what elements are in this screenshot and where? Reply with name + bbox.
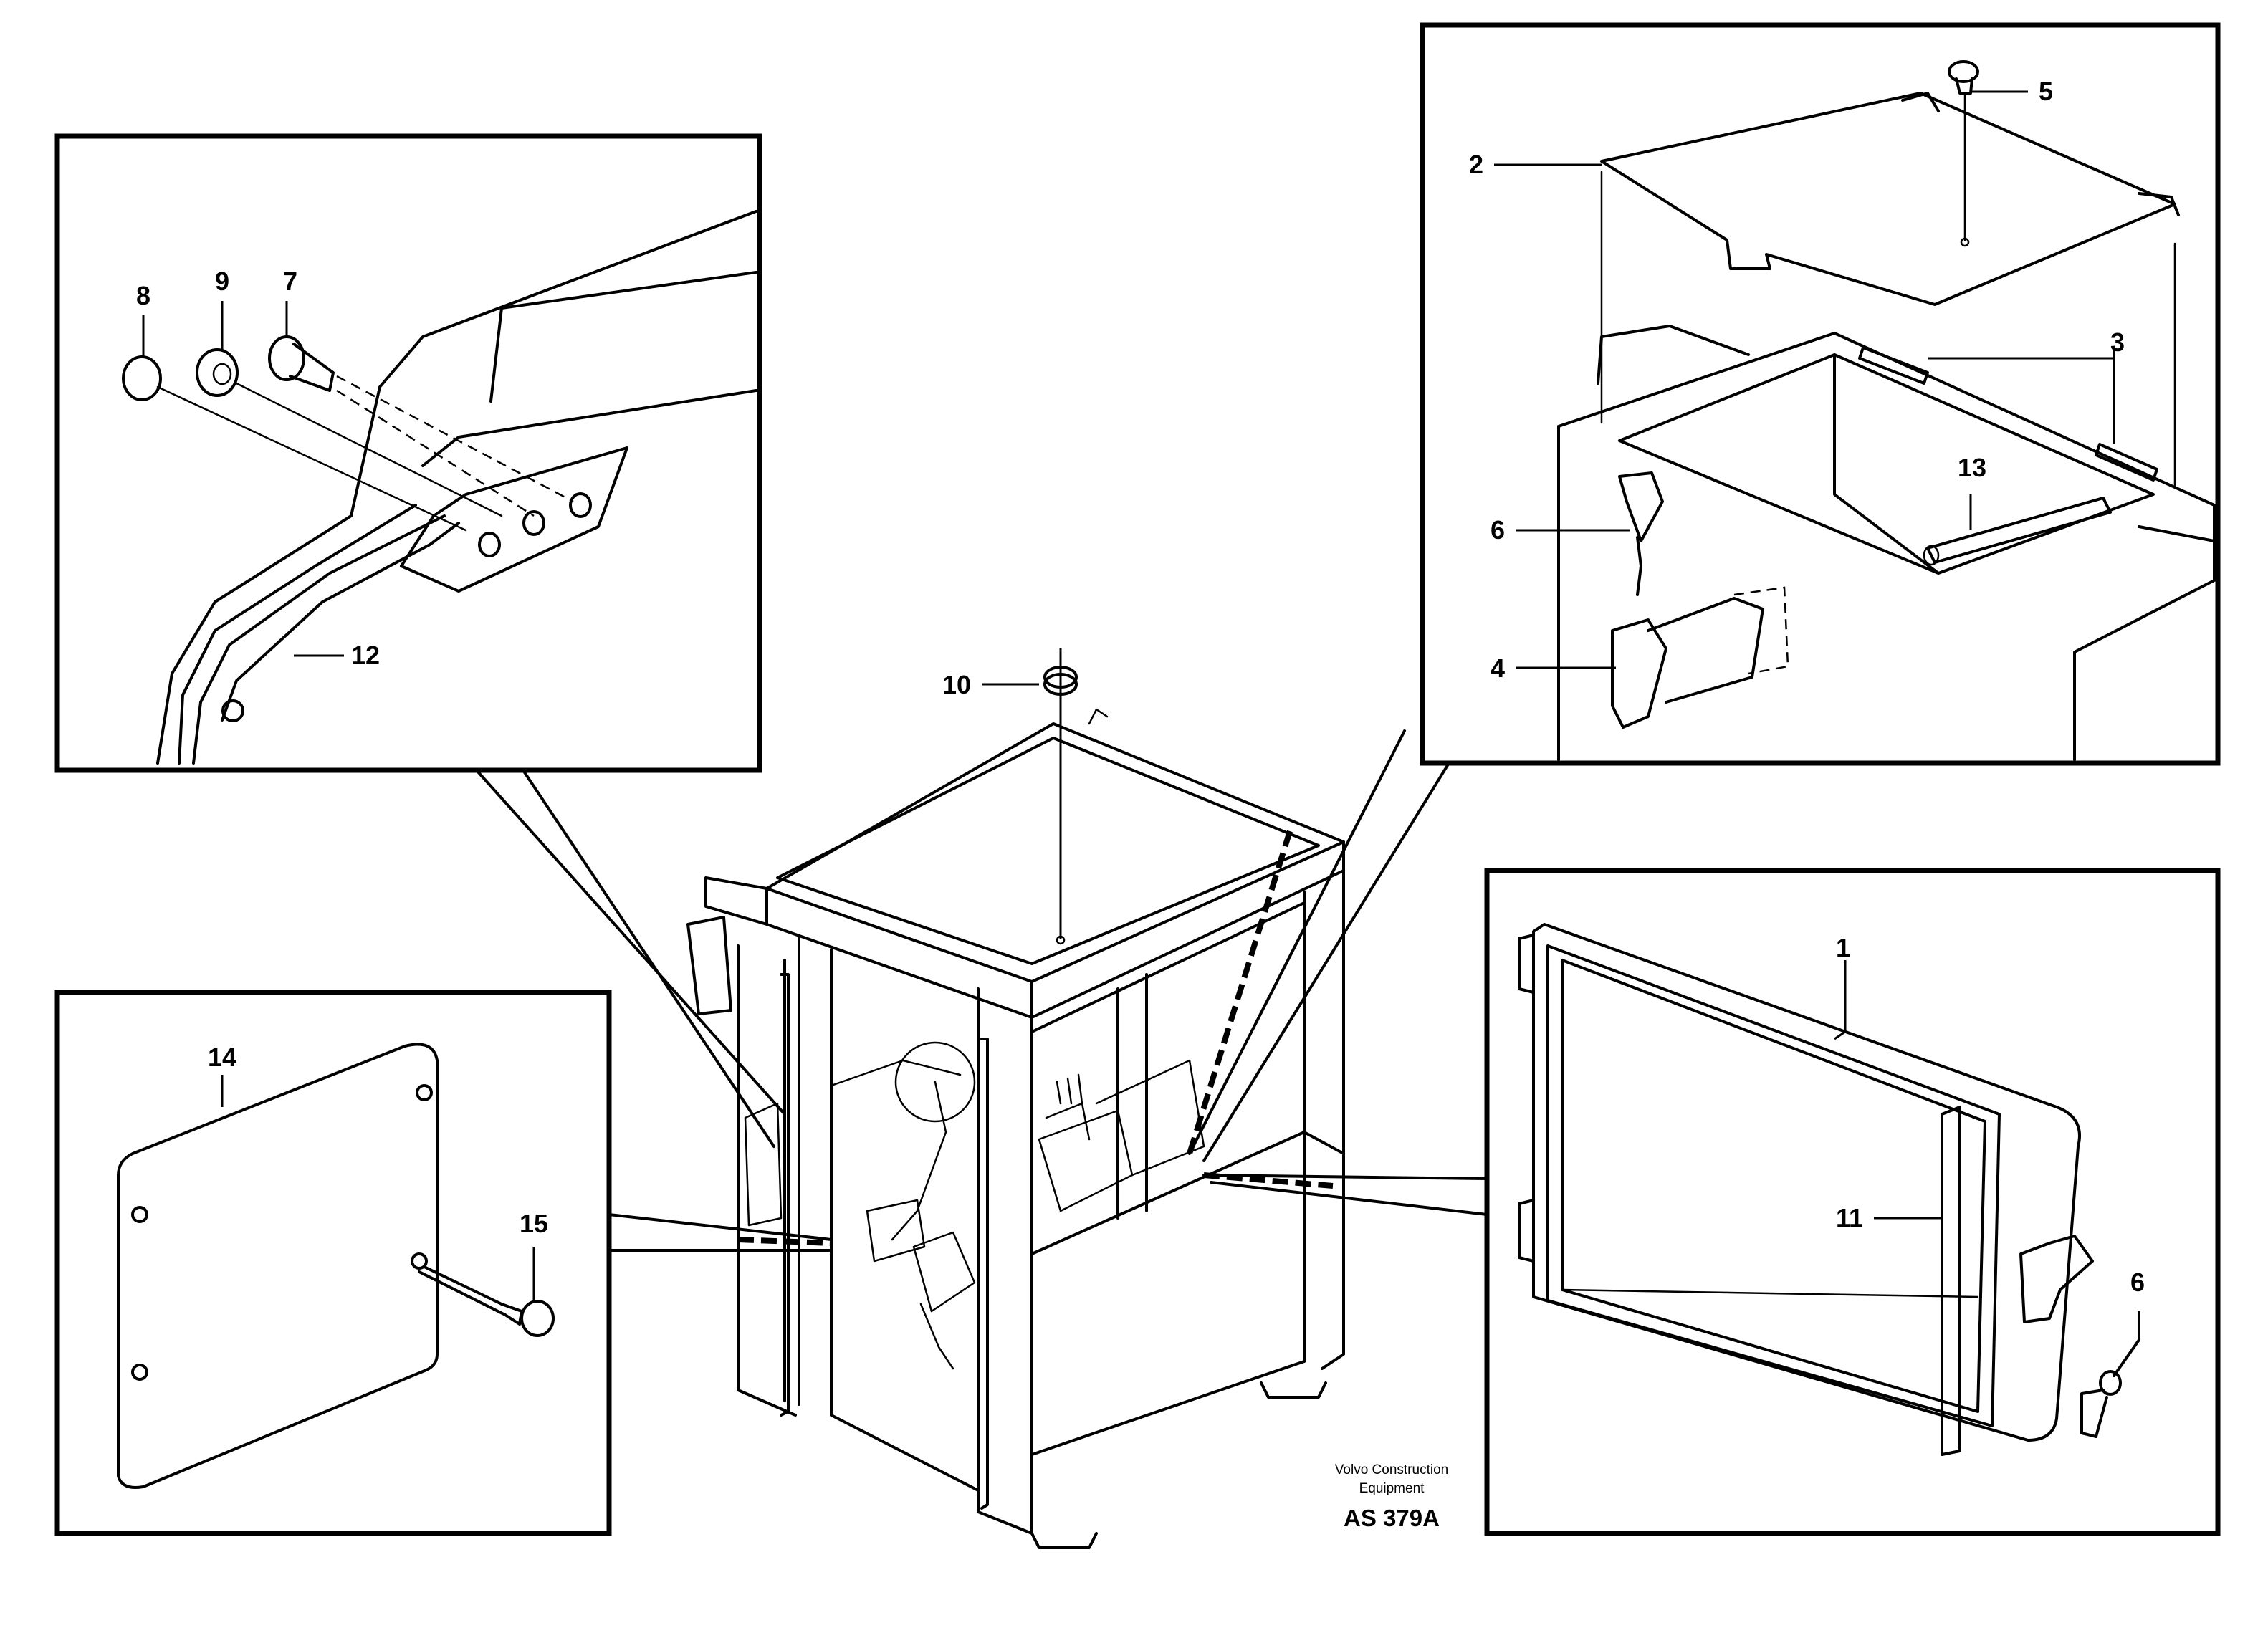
zoom-connectors bbox=[475, 729, 1488, 1252]
detail-box-door-panel bbox=[1484, 868, 2221, 1536]
callout-1: 1 bbox=[1836, 933, 1850, 962]
callout-leaders bbox=[142, 90, 2140, 1340]
detail-box-cover-plate bbox=[54, 990, 612, 1536]
callout-6b: 6 bbox=[2130, 1268, 2145, 1297]
callout-2: 2 bbox=[1469, 150, 1483, 179]
detail-box-grommets bbox=[54, 133, 762, 773]
callout-9: 9 bbox=[215, 267, 229, 296]
drawing-code: AS 379A bbox=[1344, 1505, 1440, 1531]
callout-6a: 6 bbox=[1491, 515, 1505, 545]
cab-illustration bbox=[686, 708, 1345, 1549]
callout-15: 15 bbox=[520, 1209, 548, 1238]
credit-block: Volvo Construction Equipment AS 379A bbox=[1335, 1462, 1448, 1531]
callout-7: 7 bbox=[283, 267, 297, 296]
item-10-grommet bbox=[1043, 666, 1078, 696]
callout-11: 11 bbox=[1836, 1203, 1863, 1232]
callout-8: 8 bbox=[136, 281, 150, 310]
callout-10: 10 bbox=[942, 670, 971, 699]
callout-4: 4 bbox=[1491, 653, 1505, 683]
callout-numbers: 1 2 3 4 5 6 6 7 8 9 10 11 12 13 14 15 bbox=[136, 77, 2145, 1297]
callout-5: 5 bbox=[2039, 77, 2053, 106]
detail-box-storage-compartment bbox=[1420, 22, 2221, 766]
callout-12: 12 bbox=[351, 641, 380, 670]
callout-13: 13 bbox=[1958, 453, 1986, 482]
callout-14: 14 bbox=[208, 1043, 236, 1072]
callout-3: 3 bbox=[2110, 327, 2125, 357]
credit-line2: Equipment bbox=[1359, 1481, 1425, 1496]
credit-line1: Volvo Construction bbox=[1335, 1462, 1448, 1477]
